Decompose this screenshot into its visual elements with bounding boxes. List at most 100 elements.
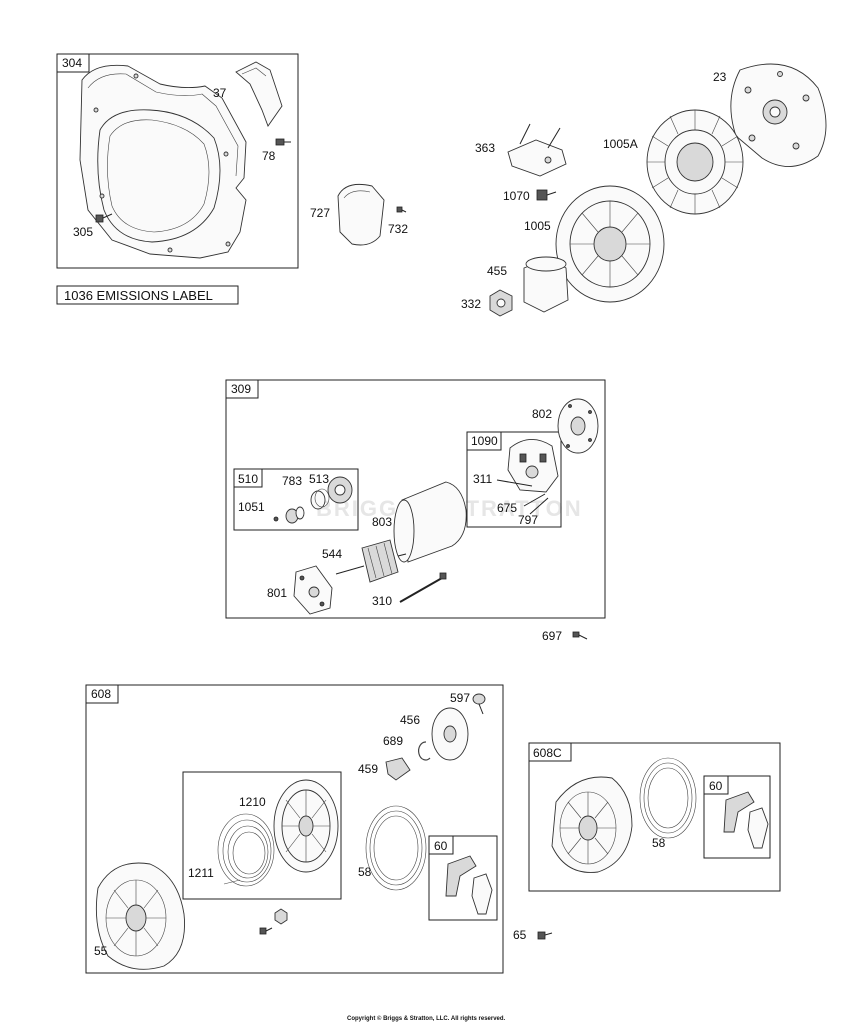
part-58-rope-b [639,757,697,839]
part-60-handle-b [723,791,769,849]
emissions-label-text: 1036 EMISSIONS LABEL [64,288,213,303]
group-60-label-a: 60 [434,839,448,853]
part-1090-brush-plate [507,439,559,493]
group-608c-tag [528,742,572,762]
part-332-label: 332 [461,297,481,311]
part-689-ring [418,741,431,761]
part-23-screen [730,63,827,167]
group-60-frame-b [703,775,771,859]
part-1005-flywheel [555,185,665,303]
group-608c-frame [528,742,781,892]
part-1005-label: 1005 [524,219,551,233]
part-1070-bolt [536,189,557,201]
part-783-label: 783 [282,474,302,488]
blower-housing [79,64,247,259]
group-1090-label: 1090 [471,434,498,448]
part-332-nut [489,289,513,317]
part-597-label: 597 [450,691,470,705]
group-608: 608 1210 [85,684,504,974]
group-510-frame [233,468,359,531]
part-597-screw [472,693,486,715]
part-459-label: 459 [358,762,378,776]
part-801-label: 801 [267,586,287,600]
part-456-cup [431,707,469,761]
part-456-label: 456 [400,713,420,727]
part-305-label: 305 [73,225,93,239]
part-1210-label: 1210 [239,795,266,809]
part-58-rope-a [365,805,427,891]
group-304-label: 304 [62,56,82,70]
part-608-screw [259,927,273,935]
part-513-label: 513 [309,472,329,486]
part-311-label: 311 [473,472,492,486]
group-1090-frame [466,431,562,528]
part-55-label: 55 [94,944,108,958]
part-544-label: 544 [322,547,342,561]
part-310-bolt [399,572,447,603]
group-60-label-b: 60 [709,779,723,793]
group-309-label: 309 [231,382,251,396]
part-797-label: 797 [518,513,538,527]
part-732-label: 732 [388,222,408,236]
part-513-gear [327,476,353,504]
emissions-label-box: 1036 EMISSIONS LABEL [56,285,239,305]
part-544-armature [335,539,407,583]
part-727-cover [337,183,385,246]
part-801-end-plate [293,565,333,615]
part-363-label: 363 [475,141,495,155]
part-1051-clip [273,506,305,524]
part-1005a-fan [646,109,744,215]
part-305-bolt [95,213,113,223]
group-60-tag-a [428,835,454,855]
part-802-end-cap [557,398,599,454]
group-510-label: 510 [238,472,258,486]
part-55-starter-housing [95,862,186,970]
part-310-label: 310 [372,594,392,608]
part-689-label: 689 [383,734,403,748]
part-802-label: 802 [532,407,552,421]
part-1051-label: 1051 [238,500,265,514]
part-78-screw [275,138,291,146]
group-510-tag [233,468,263,488]
part-459-pawl [385,757,411,781]
part-1211-spring [217,813,275,887]
group-608-inner-frame [182,771,342,900]
part-23-label: 23 [713,70,727,84]
group-608c: 608C 58 60 [528,742,781,892]
group-608-frame [85,684,504,974]
part-37-label: 37 [213,86,227,100]
part-727-label: 727 [310,206,330,220]
part-363-bracket [507,123,567,177]
part-58-label-a: 58 [358,865,372,879]
part-60-handle-a [445,855,493,915]
part-803-housing [393,481,467,563]
group-304-frame [56,53,299,269]
part-1070-label: 1070 [503,189,530,203]
group-309-tag [225,379,259,399]
part-675-label: 675 [497,501,517,515]
part-78-label: 78 [262,149,276,163]
part-455-label: 455 [487,264,507,278]
group-309-frame [225,379,606,619]
group-309: 309 BRIGGS & STRATTON 510 783 513 1051 1… [225,379,606,619]
part-1210-pulley [273,779,339,873]
part-1005a-label: 1005A [603,137,638,151]
group-60-frame-a [428,835,498,921]
group-1090-tag [466,431,502,451]
part-455-cup [523,256,569,313]
part-58-label-b: 58 [652,836,666,850]
copyright-text: Copyright © Briggs & Stratton, LLC. All … [347,1015,506,1022]
group-608c-label: 608C [533,746,562,760]
part-608-nut [274,908,288,925]
part-697-screw [572,631,588,640]
part-65-screw [537,931,553,940]
group-608-tag [85,684,119,704]
group-304-tag [56,53,90,73]
part-732-screw [396,206,407,213]
group-60-tag-b [703,775,729,795]
part-37-shape [235,61,283,127]
part-697-label: 697 [542,629,562,643]
part-803-label: 803 [372,515,392,529]
part-65-label: 65 [513,928,527,942]
